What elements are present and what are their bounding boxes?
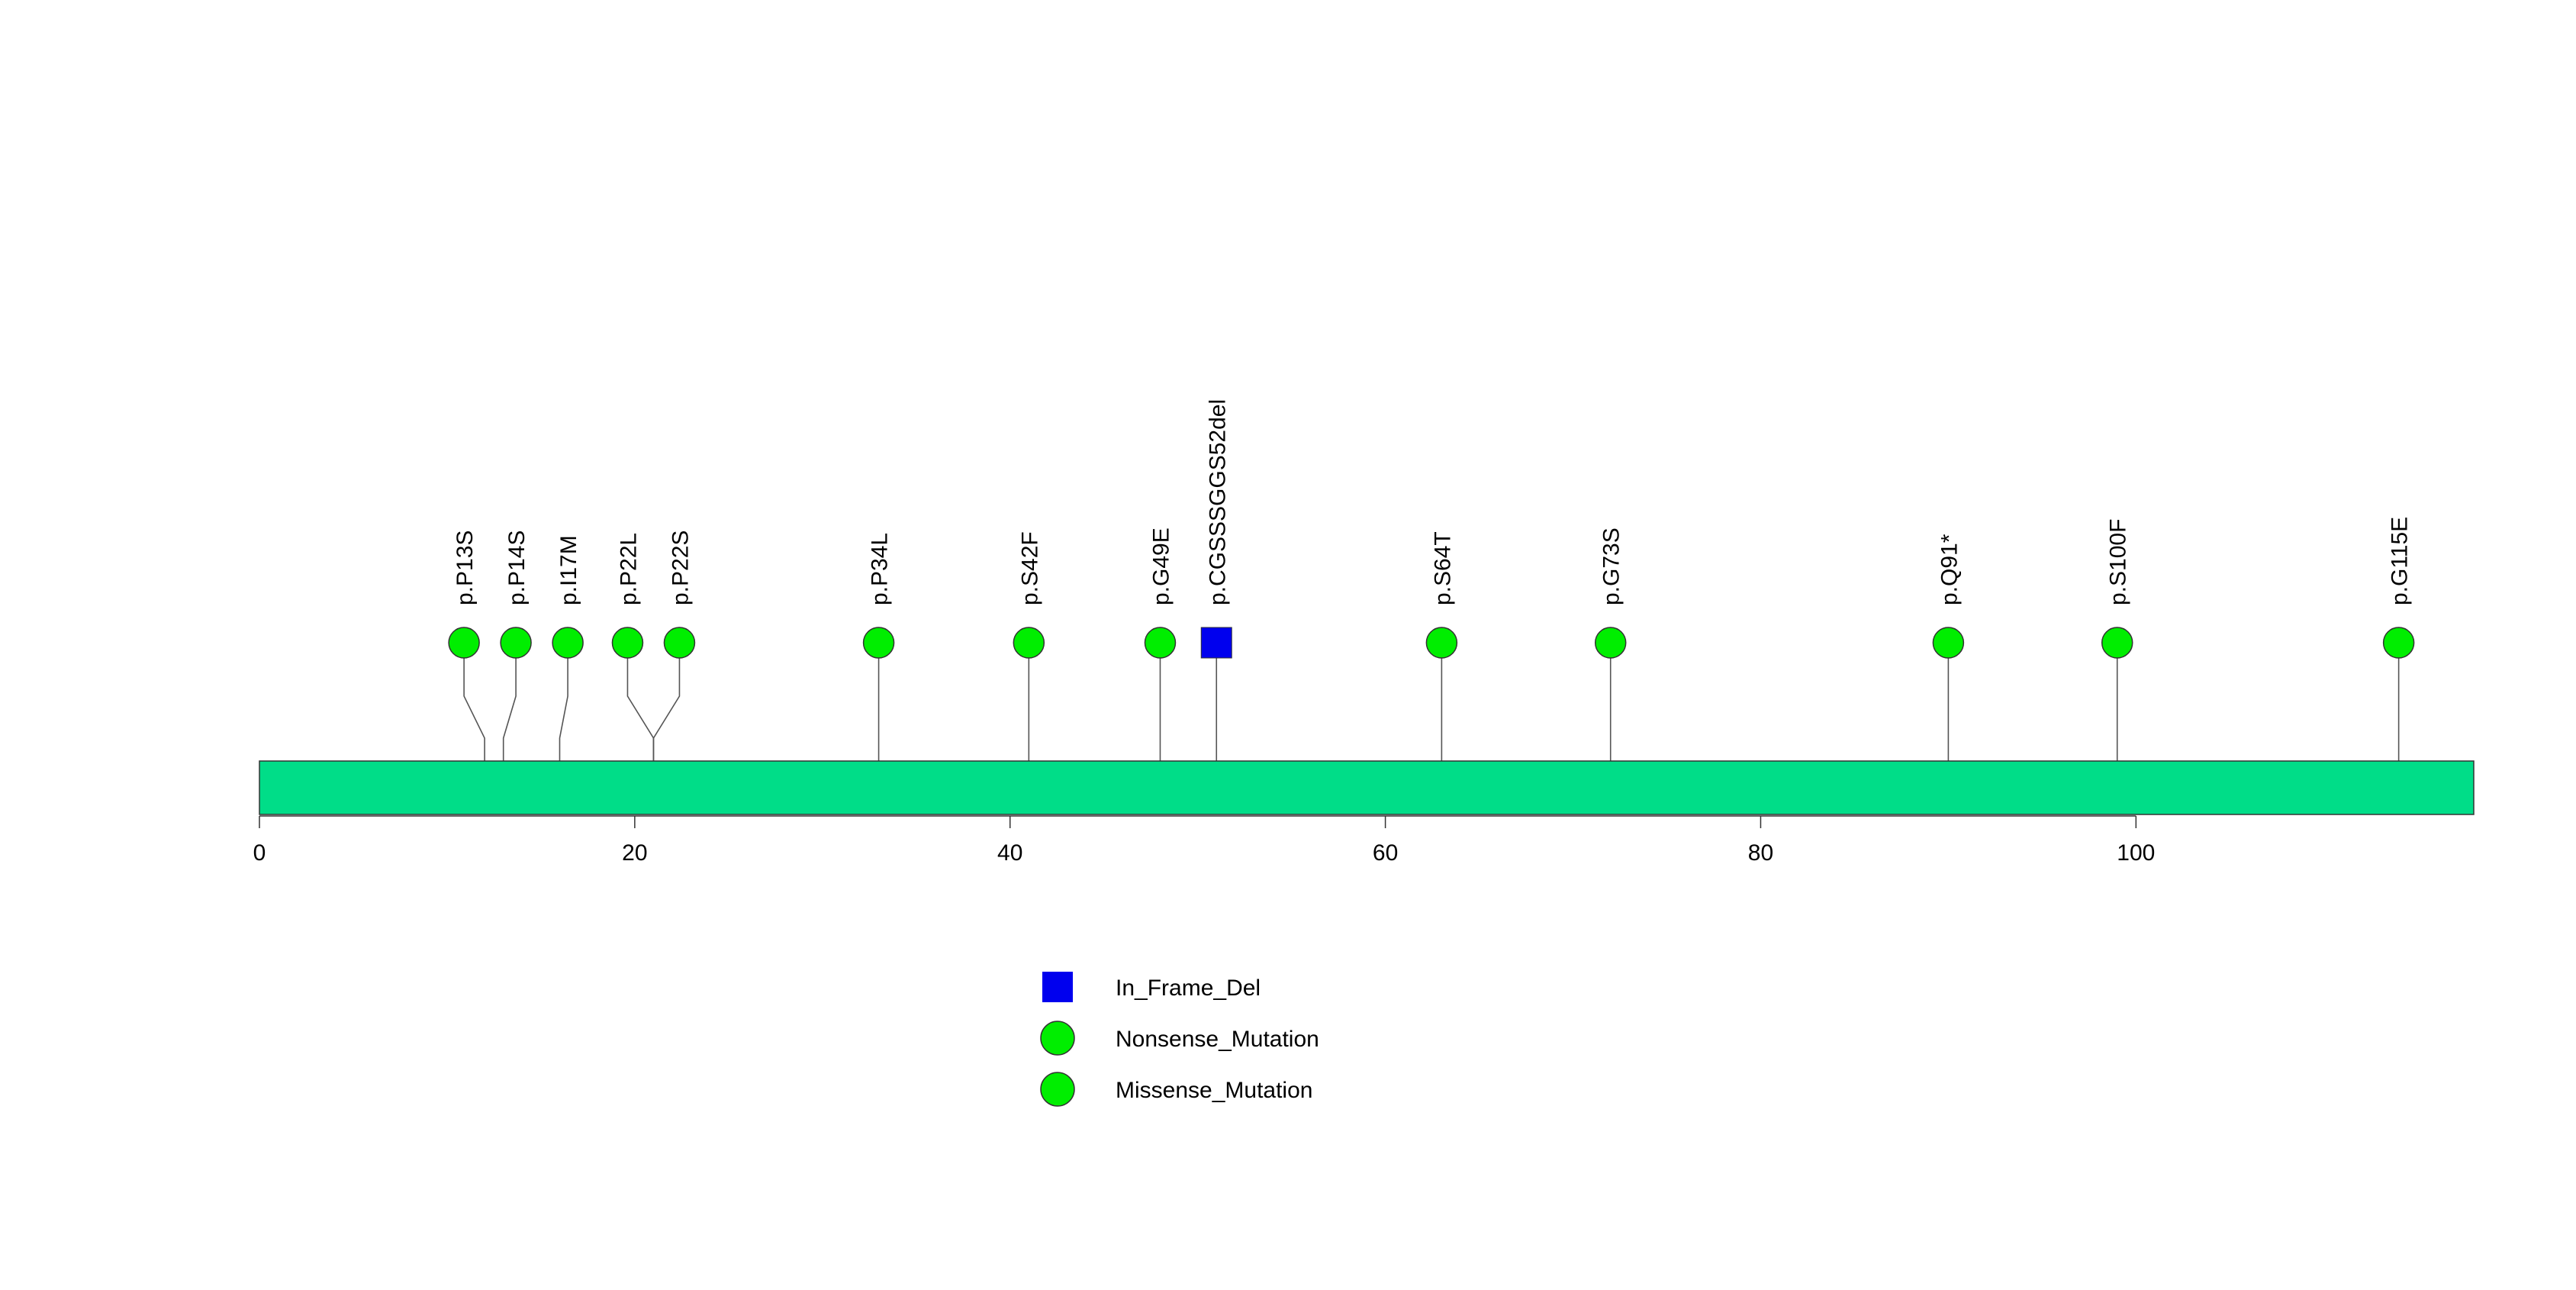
mutation-label: p.Q91* <box>1937 534 1962 605</box>
legend-label: In_Frame_Del <box>1116 976 1261 1001</box>
missense-mutation-marker <box>2382 627 2415 659</box>
mutation-label: p.P22L <box>616 533 641 605</box>
x-axis-tick-label: 60 <box>1373 840 1398 866</box>
missense-mutation-marker <box>500 627 532 659</box>
mutation-markers <box>448 627 2415 659</box>
legend-label: Nonsense_Mutation <box>1116 1027 1319 1052</box>
mutation-label: p.G115E <box>2388 517 2413 605</box>
legend-circle-icon <box>1040 1072 1075 1107</box>
missense-mutation-marker <box>1594 627 1627 659</box>
mutation-labels: p.P13S p.P14S p.I17M p.P22L p.P22S p.P34L p.S4… <box>452 399 2413 605</box>
legend-square-icon <box>1042 972 1073 1002</box>
x-axis-tick-label: 40 <box>997 840 1022 866</box>
mutation-label: p.S100F <box>2106 519 2131 605</box>
mutation-label: p.S64T <box>1430 531 1455 605</box>
mutation-label: p.I17M <box>556 535 581 605</box>
missense-mutation-marker <box>663 627 696 659</box>
x-axis-tick-label: 20 <box>622 840 647 866</box>
mutation-label: p.P13S <box>452 531 478 605</box>
missense-mutation-marker <box>862 627 895 659</box>
missense-mutation-marker <box>2101 627 2133 659</box>
legend-label: Missense_Mutation <box>1116 1078 1312 1103</box>
missense-mutation-marker <box>1425 627 1458 659</box>
legend: In_Frame_DelNonsense_MutationMissense_Mu… <box>1040 972 1319 1107</box>
in-frame-del-marker <box>1200 627 1232 659</box>
mutation-label: p.S42F <box>1017 531 1042 605</box>
missense-mutation-marker <box>1144 627 1177 659</box>
x-axis-tick-label: 80 <box>1748 840 1773 866</box>
missense-mutation-marker <box>552 627 584 659</box>
mutation-label: p.CGSSSGGS52del <box>1205 399 1230 605</box>
mutation-label: p.G73S <box>1599 527 1624 605</box>
x-axis: 0 20 40 60 80 100 <box>253 815 2155 866</box>
legend-circle-icon <box>1040 1021 1075 1056</box>
x-axis-tick-label: 100 <box>2117 840 2155 866</box>
mutation-label: p.P22S <box>668 531 693 605</box>
protein-domain-bar <box>259 760 2475 815</box>
nonsense-mutation-marker <box>1932 627 1965 659</box>
mutation-label: p.G49E <box>1148 527 1174 605</box>
missense-mutation-marker <box>611 627 644 659</box>
missense-mutation-marker <box>1013 627 1045 659</box>
x-axis-tick-label: 0 <box>253 840 266 866</box>
mutation-label: p.P34L <box>868 533 893 605</box>
missense-mutation-marker <box>448 627 480 659</box>
mutation-label: p.P14S <box>504 531 530 605</box>
